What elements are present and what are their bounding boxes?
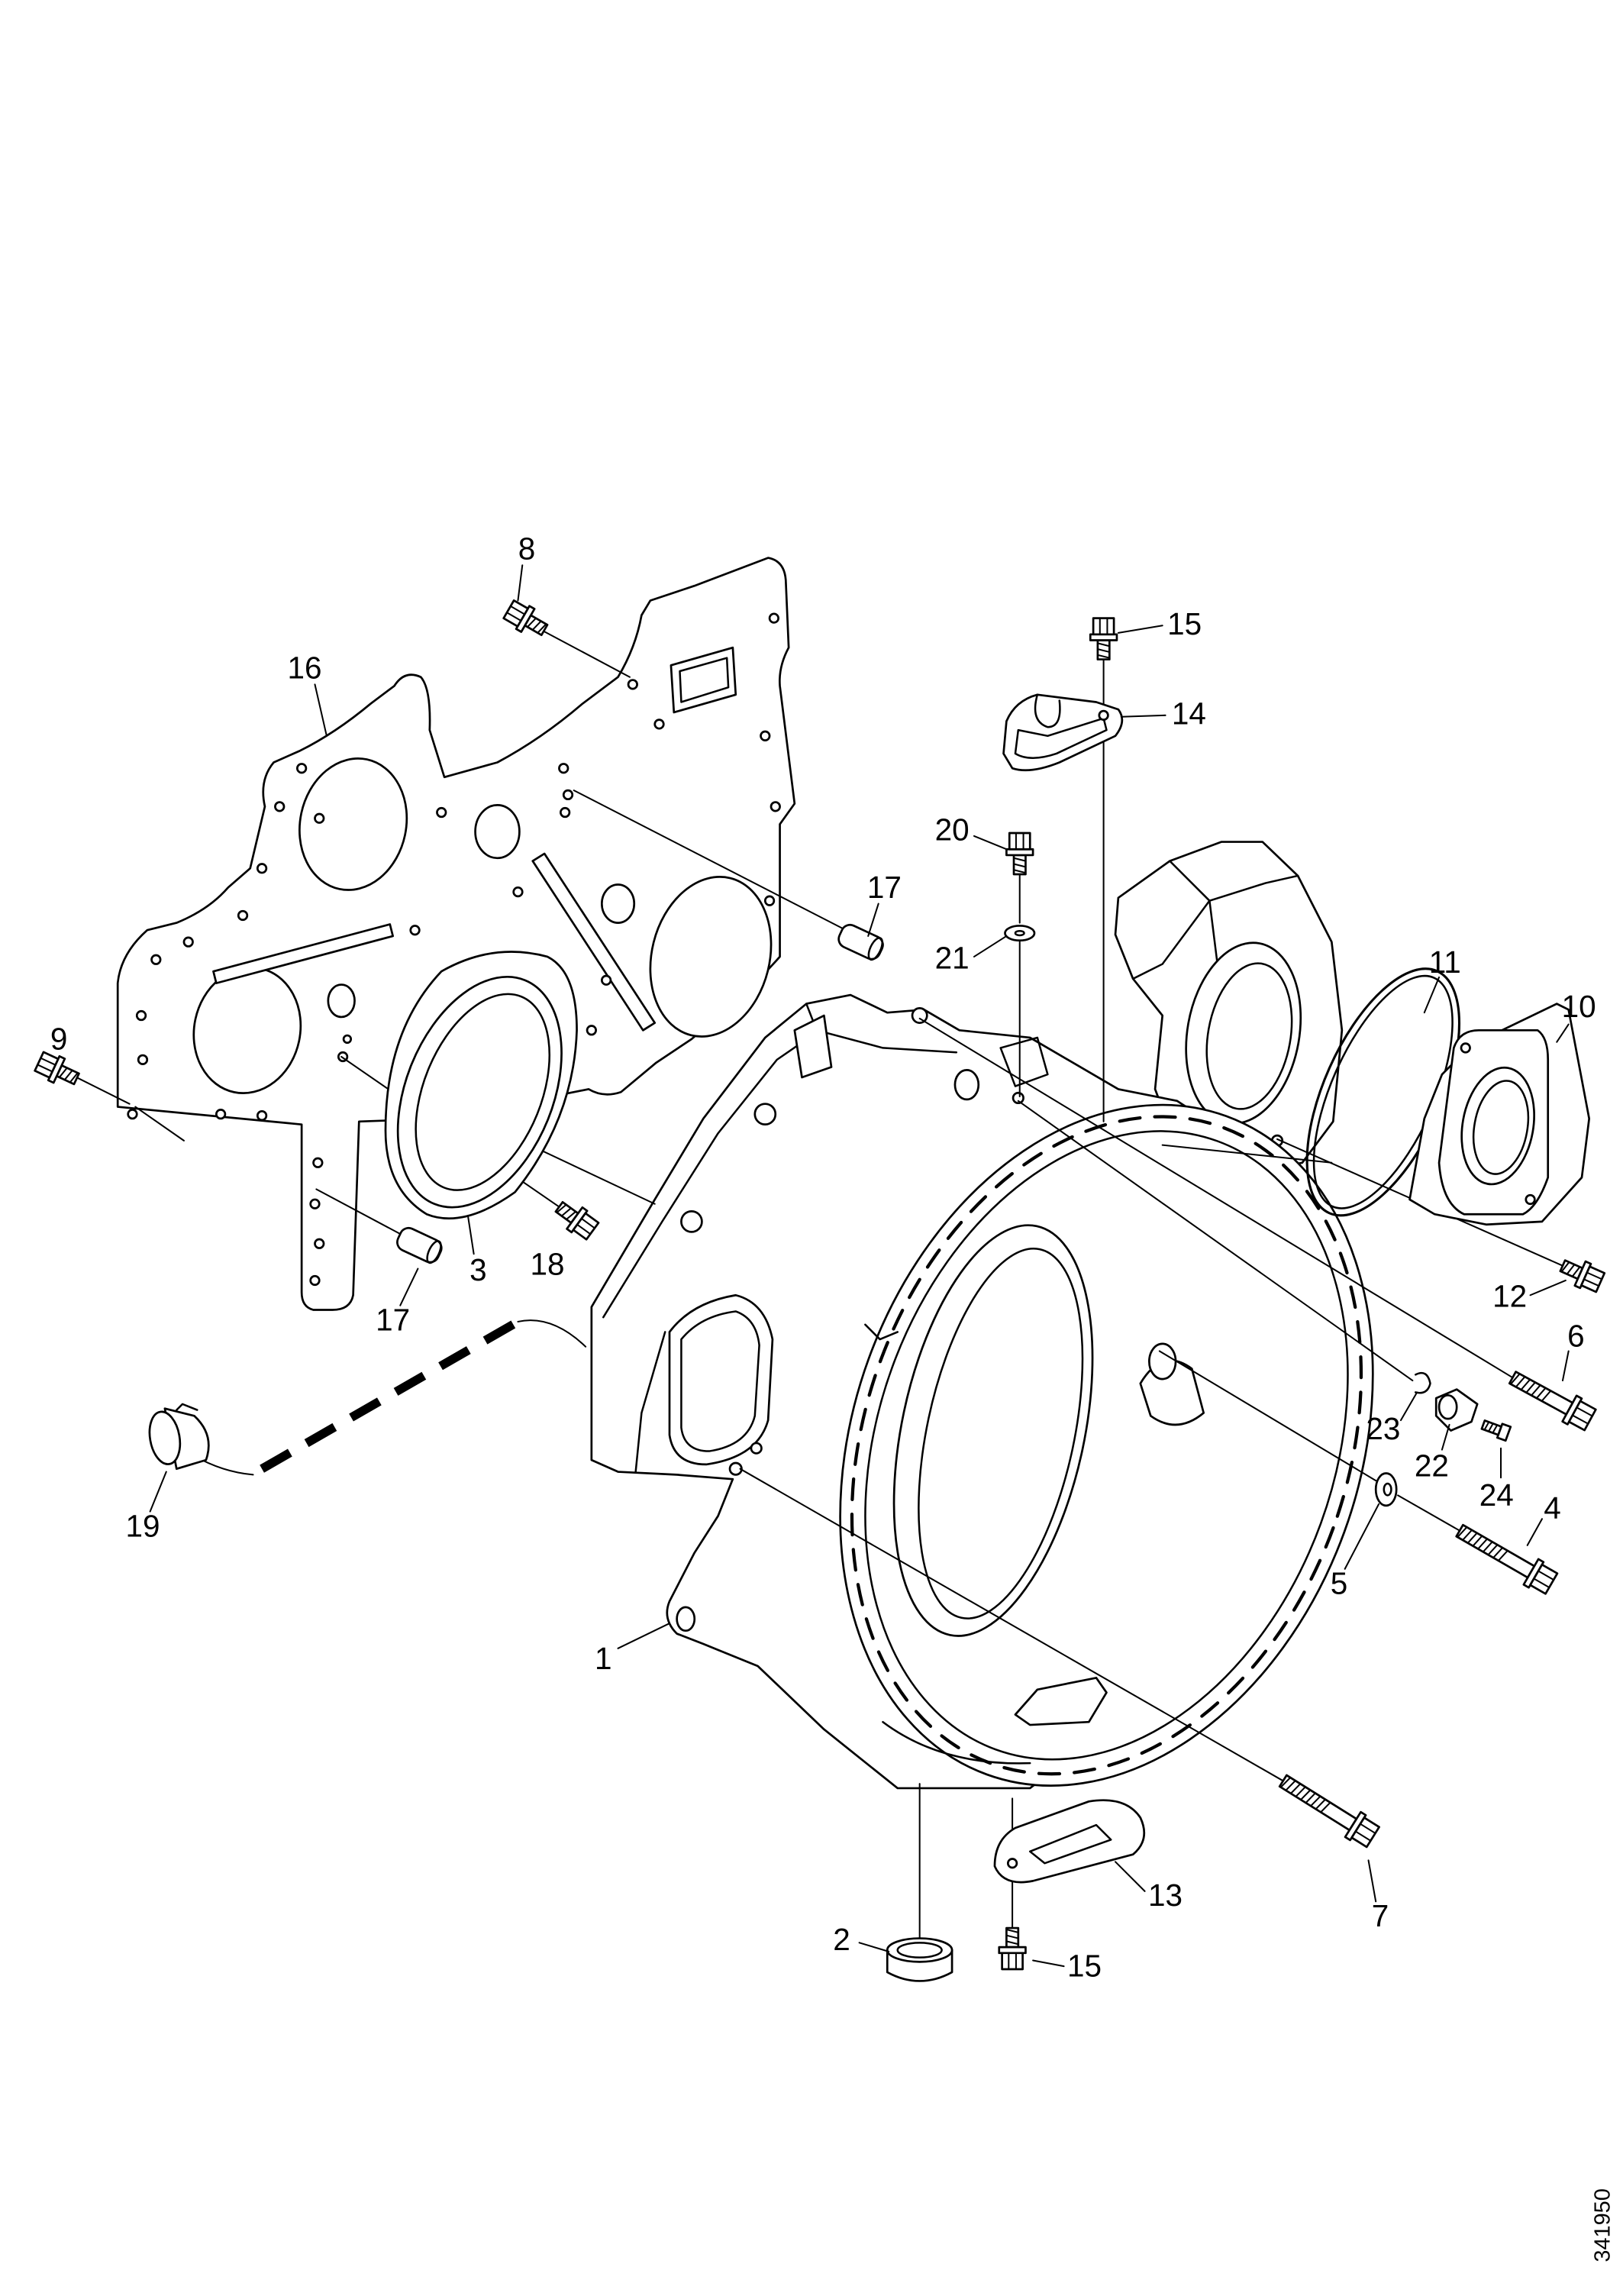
washer-5 (1374, 1472, 1398, 1507)
bolt-8 (501, 596, 553, 643)
speed-sensor (148, 1403, 210, 1471)
bolt-6 (1504, 1363, 1599, 1434)
starter-cover (1408, 1003, 1591, 1226)
callout-3: 3 (469, 1252, 487, 1287)
starter-motor-mount (1114, 841, 1344, 1171)
callout-9: 9 (50, 1021, 68, 1056)
callout-6: 6 (1567, 1319, 1585, 1354)
clip-23 (1414, 1371, 1431, 1394)
bolt-18 (550, 1195, 602, 1243)
dowel-pin-lower (396, 1226, 443, 1264)
bolt-20 (1005, 832, 1034, 876)
callout-19: 19 (125, 1508, 160, 1543)
crankshaft-bore (892, 1224, 1094, 1637)
callout-21: 21 (935, 940, 970, 975)
bolt-12 (1556, 1252, 1607, 1296)
bottom-cover-plate (993, 1799, 1146, 1884)
bolt-15-bottom (998, 1926, 1027, 1971)
callout-22: 22 (1415, 1448, 1449, 1483)
dowel-pin-upper (837, 923, 884, 961)
top-cover-plate (1002, 693, 1124, 772)
callout-24: 24 (1479, 1477, 1514, 1513)
callout-20: 20 (935, 812, 970, 848)
callout-17-upper: 17 (867, 870, 902, 905)
callout-17-lower: 17 (376, 1303, 410, 1338)
callout-15-top: 15 (1167, 606, 1202, 641)
bracket-22 (1434, 1388, 1479, 1432)
callout-18: 18 (531, 1246, 565, 1281)
callout-11: 11 (1429, 945, 1461, 980)
drain-plug (886, 1937, 953, 1982)
screw-24 (1480, 1419, 1512, 1442)
callout-5: 5 (1331, 1566, 1348, 1601)
callout-4: 4 (1544, 1490, 1561, 1526)
plate-bolt-holes (127, 612, 781, 1287)
crankshaft-seal (384, 951, 578, 1220)
callout-23: 23 (1366, 1411, 1400, 1446)
timing-plate (116, 557, 796, 1311)
flywheel-housing (590, 841, 1374, 1790)
callout-12: 12 (1492, 1279, 1527, 1314)
bolt-15-top (1089, 617, 1118, 660)
callout-13: 13 (1148, 1878, 1183, 1913)
drawing-number: 341950 (1591, 2188, 1615, 2262)
callout-8: 8 (518, 531, 536, 567)
bolt-7 (1274, 1767, 1383, 1851)
callout-leaders (149, 564, 1570, 1968)
washer-21 (1004, 925, 1036, 942)
callout-15-bottom: 15 (1067, 1949, 1102, 1984)
callout-16: 16 (287, 651, 321, 686)
callout-1: 1 (595, 1641, 612, 1676)
callout-labels: 8 16 9 3 18 17 17 19 15 14 20 21 11 10 1… (50, 531, 1596, 1984)
callout-14: 14 (1172, 696, 1206, 731)
callout-2: 2 (833, 1922, 850, 1957)
callout-10: 10 (1562, 989, 1596, 1024)
callout-7: 7 (1372, 1898, 1389, 1933)
bolt-4 (1451, 1516, 1560, 1598)
